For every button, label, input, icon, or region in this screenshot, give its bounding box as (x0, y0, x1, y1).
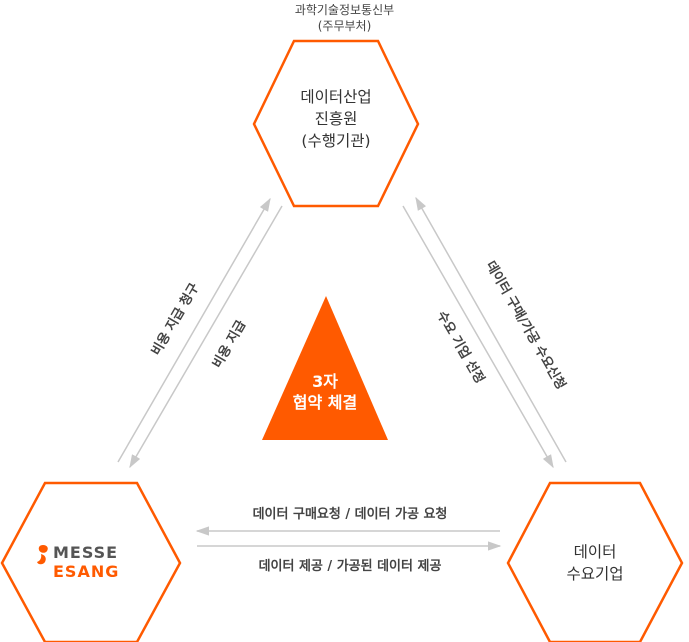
center-triangle (262, 296, 388, 440)
top-node-line3: (수행기관) (301, 132, 371, 150)
ministry-label: 과학기술정보통신부 (주무부처) (0, 2, 689, 34)
arrow-right-inner (402, 205, 554, 469)
logo-mark-icon (37, 545, 48, 565)
top-node-label: 데이터산업 진흥원 (수행기관) (254, 86, 418, 152)
center-label: 3자 협약 체결 (262, 371, 388, 413)
right-node-label: 데이터 수요기업 (508, 541, 682, 585)
top-hexagon (252, 39, 420, 208)
arrow-left-outer (117, 197, 271, 463)
center-line2: 협약 체결 (292, 393, 358, 412)
top-node-line1: 데이터산업 (300, 88, 372, 106)
messe-esang-logo: MESSE ESANG (35, 543, 150, 583)
edge-label-bottom-bottom: 데이터 제공 / 가공된 데이터 제공 (258, 559, 442, 574)
top-node-line2: 진흥원 (314, 110, 358, 128)
logo-text-line1: MESSE (53, 543, 119, 562)
arrow-right-outer (415, 196, 567, 463)
ministry-name: 과학기술정보통신부 (294, 3, 395, 17)
left-hexagon (0, 481, 182, 642)
edge-label-bottom-top: 데이터 구매요청 / 데이터 가공 요청 (252, 507, 448, 522)
ministry-role: (주무부처) (317, 19, 372, 33)
arrow-left-inner (129, 205, 283, 469)
center-line1: 3자 (312, 372, 338, 391)
right-node-line2: 수요기업 (566, 565, 624, 583)
right-hexagon (506, 481, 684, 642)
logo-text-line2: ESANG (53, 562, 120, 581)
right-node-line1: 데이터 (573, 543, 617, 561)
